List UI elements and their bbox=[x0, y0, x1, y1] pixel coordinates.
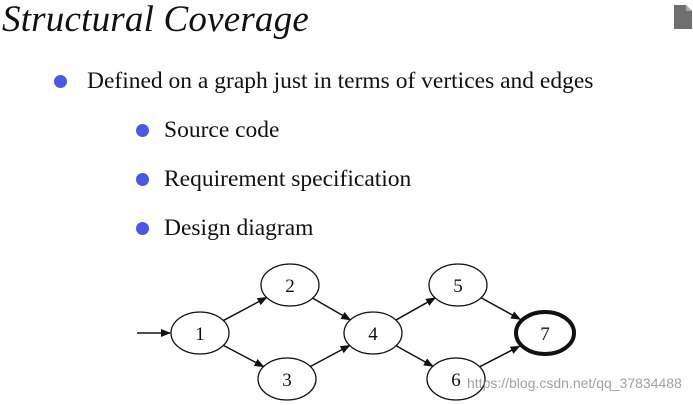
node-ellipse bbox=[343, 311, 403, 355]
graph-edge-3-4 bbox=[309, 344, 351, 368]
sub-bullet-item: Design diagram bbox=[136, 215, 313, 242]
graph-node-4: 4 bbox=[343, 311, 403, 355]
graph-node-6: 6 bbox=[426, 357, 486, 401]
graph-edge-1-2 bbox=[222, 296, 268, 322]
graph-edge-4-5 bbox=[395, 297, 437, 321]
bullet-dot-icon bbox=[136, 173, 149, 186]
bullet-dot-icon bbox=[136, 222, 149, 235]
graph-edge-4-6 bbox=[395, 345, 434, 367]
graph-edge-2-4 bbox=[312, 297, 352, 321]
node-label: 4 bbox=[368, 324, 378, 345]
graph-edge-6-7 bbox=[479, 345, 521, 368]
graph-node-5: 5 bbox=[428, 263, 488, 307]
node-ellipse bbox=[260, 263, 320, 307]
node-label: 7 bbox=[540, 324, 550, 345]
graph-node-3: 3 bbox=[257, 357, 317, 401]
node-label: 1 bbox=[195, 324, 205, 345]
graph-edge-1-3 bbox=[223, 344, 265, 368]
bullet-text: Defined on a graph just in terms of vert… bbox=[87, 68, 594, 94]
node-ellipse bbox=[426, 357, 486, 401]
node-ellipse bbox=[170, 311, 230, 355]
sub-bullet-item: Requirement specification bbox=[136, 166, 411, 193]
node-ellipse bbox=[514, 310, 576, 356]
node-ellipse bbox=[428, 263, 488, 307]
graph-edge-5-7 bbox=[480, 297, 521, 320]
bullet-dot-icon bbox=[54, 75, 67, 88]
graph-node-1: 1 bbox=[170, 311, 230, 355]
bullet-dot-icon bbox=[136, 124, 149, 137]
graph-node-2: 2 bbox=[260, 263, 320, 307]
bullet-text: Requirement specification bbox=[164, 166, 412, 192]
slide-title: Structural Coverage bbox=[2, 0, 309, 40]
graph-node-7: 7 bbox=[514, 310, 576, 356]
node-label: 3 bbox=[282, 370, 292, 391]
node-label: 2 bbox=[285, 276, 295, 297]
watermark: https://blog.csdn.net/qq_37834488 bbox=[467, 375, 682, 391]
bullet-text: Design diagram bbox=[164, 215, 314, 241]
sub-bullet-item: Source code bbox=[136, 117, 280, 144]
node-label: 5 bbox=[453, 276, 463, 297]
node-label: 6 bbox=[451, 370, 461, 391]
node-ellipse bbox=[257, 357, 317, 401]
document-icon bbox=[674, 5, 692, 29]
bullet-text: Source code bbox=[164, 117, 280, 143]
bullet-item: Defined on a graph just in terms of vert… bbox=[54, 68, 593, 95]
